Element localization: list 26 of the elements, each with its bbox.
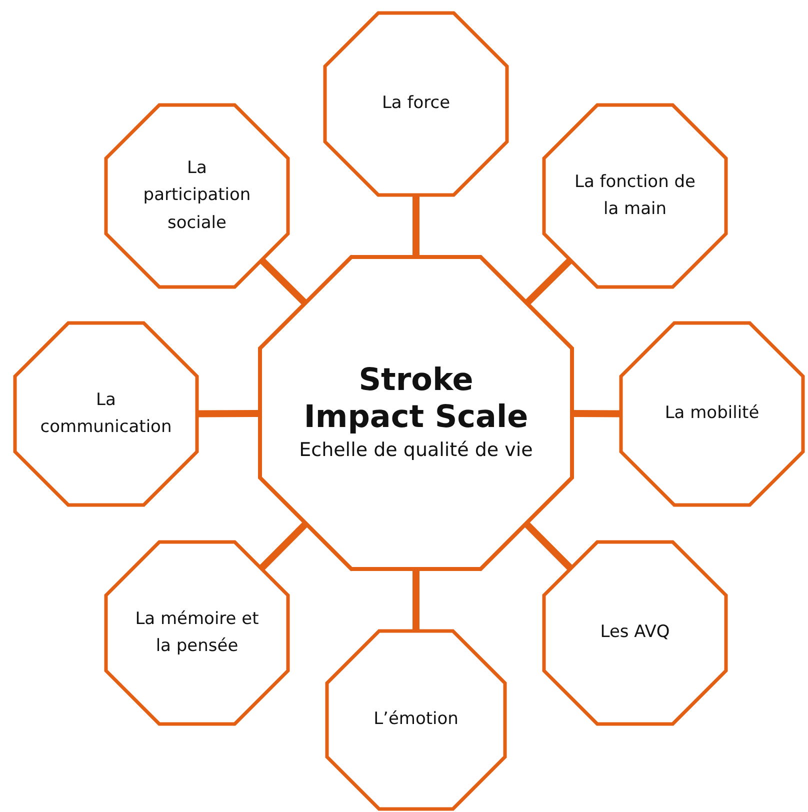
node-label: La force: [382, 92, 450, 116]
node-label: La mémoire et la pensée: [134, 608, 260, 658]
octagon-node: [325, 629, 507, 811]
octagon-node: [104, 540, 290, 726]
connector-line: [524, 521, 574, 571]
connector-line: [412, 569, 420, 631]
octagon-node: [104, 103, 290, 289]
scale-title: Stroke Impact Scale: [302, 362, 530, 436]
octagon-node: [542, 103, 728, 289]
octagon-node: [13, 321, 199, 507]
connector-line: [196, 410, 260, 418]
octagon-node: [323, 11, 509, 197]
connector-line: [412, 195, 420, 257]
node-label: La mobilité: [664, 402, 760, 426]
node-label: La fonction de la main: [573, 170, 697, 221]
node-label: L’émotion: [374, 708, 458, 732]
connector-line: [258, 521, 308, 571]
connector-line: [524, 258, 573, 306]
node-label: Les AVQ: [600, 621, 670, 644]
node-label: La participation sociale: [142, 157, 252, 235]
octagon-node: [258, 255, 574, 571]
octagon-node: [542, 540, 728, 726]
octagon-node: [619, 321, 805, 507]
connector-line: [259, 258, 308, 306]
scale-subtitle: Echelle de qualité de vie: [299, 438, 533, 463]
node-label: La communication: [40, 388, 172, 439]
